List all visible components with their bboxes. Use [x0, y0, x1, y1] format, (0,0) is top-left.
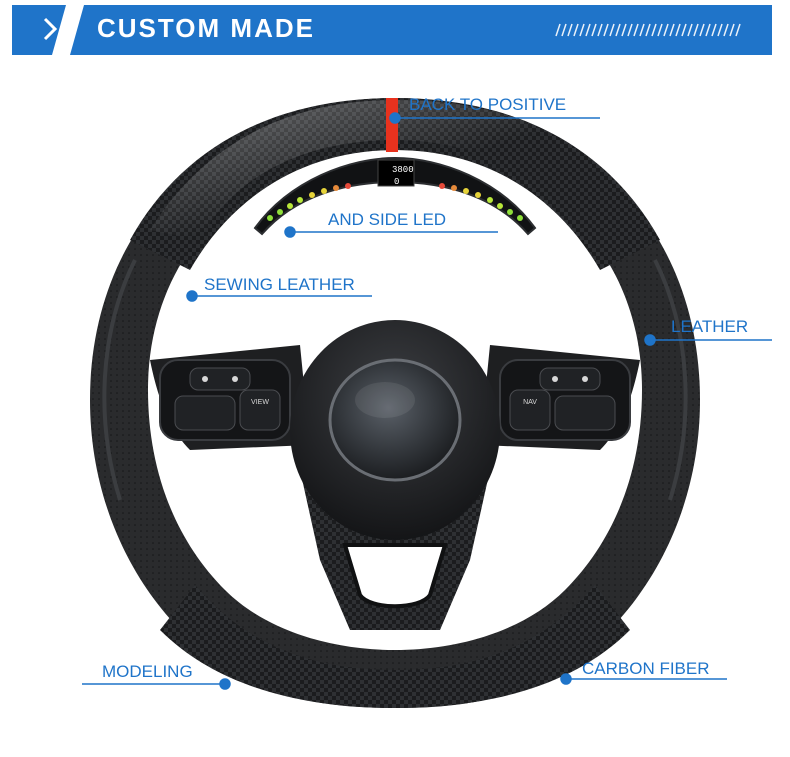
callout-sewing-leather: SEWING LEATHER [204, 275, 355, 294]
led-screen [377, 159, 415, 187]
callout-lines [82, 112, 772, 690]
right-led-dots [439, 183, 523, 221]
header-banner: CUSTOM MADE [0, 0, 790, 60]
banner-title: CUSTOM MADE [97, 13, 315, 43]
banner-background [0, 5, 772, 55]
callout-back-to-positive: BACK TO POSITIVE [409, 95, 567, 114]
led-shift-bar [253, 156, 537, 236]
rpm-readout: 3800 [392, 165, 414, 175]
callout-carbon-fiber: CARBON FIBER [582, 659, 710, 678]
callout-leather: LEATHER [671, 317, 749, 336]
left-led-dots [267, 183, 351, 221]
callout-modeling: MODELING [102, 662, 193, 681]
chevron-right-icon [43, 17, 58, 41]
center-marker [386, 98, 398, 152]
view-button-label: VIEW [251, 399, 269, 406]
speed-readout: 0 [394, 177, 399, 187]
nav-button-label: NAV [523, 399, 537, 406]
carbon-bottom-section [160, 585, 630, 708]
callout-side-led: AND SIDE LED [328, 210, 447, 229]
